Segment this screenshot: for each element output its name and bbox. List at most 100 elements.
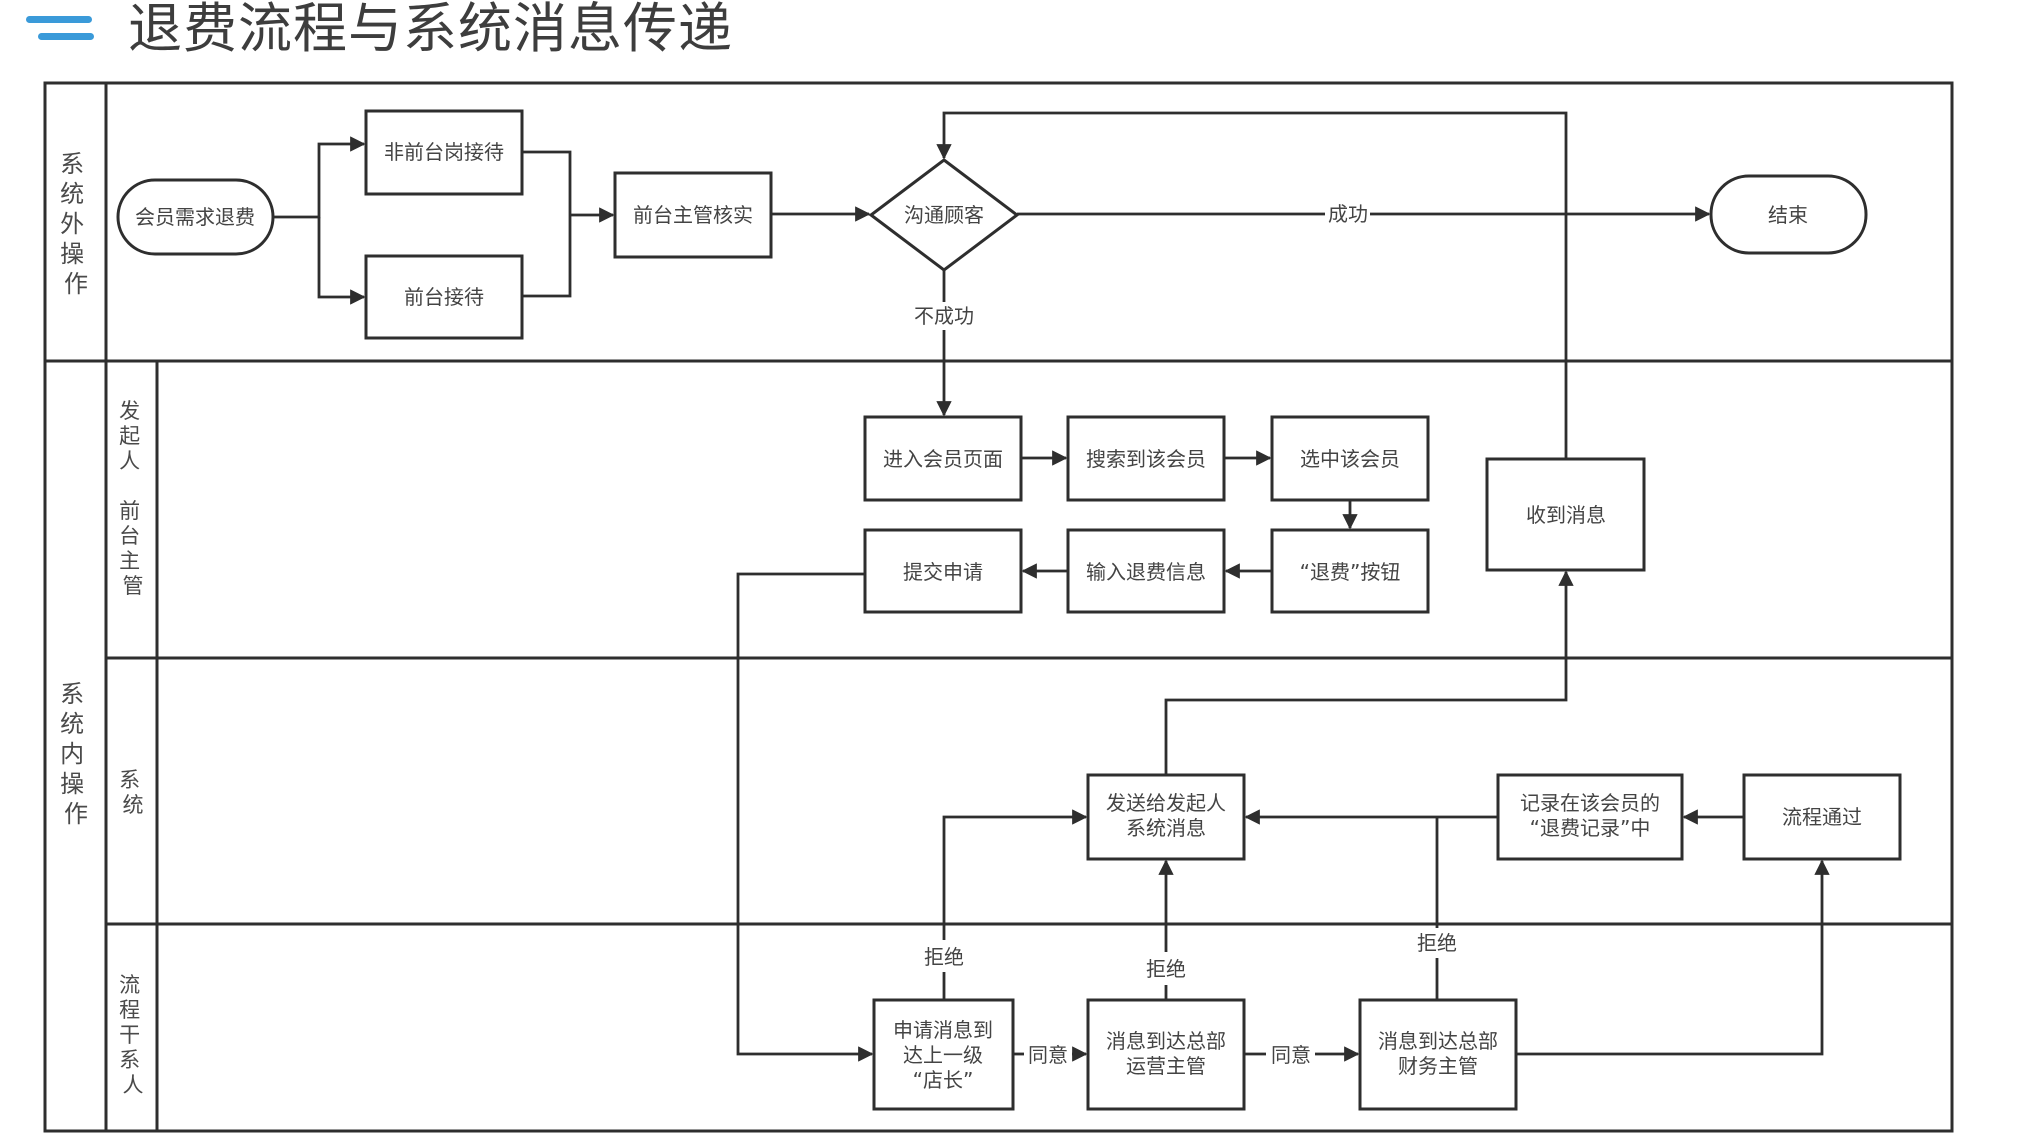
node-front-desk[interactable]: 前台接待 (364, 254, 524, 340)
char: 人 (119, 449, 140, 473)
process-shape (1742, 773, 1902, 861)
node-label-line3: “店长” (913, 1068, 974, 1092)
process-shape (1086, 998, 1246, 1111)
node-submit-request[interactable]: 提交申请 (863, 528, 1023, 614)
edge-receive-to-decision (936, 111, 1568, 459)
char: 统 (123, 793, 144, 817)
edge-labels: 成功 不成功 同意 同意 拒绝 拒绝 拒绝 (914, 202, 1457, 1067)
node-label-line1: 记录在该会员的 (1520, 791, 1660, 815)
process-shape (1358, 998, 1518, 1111)
node-label: 沟通顾客 (904, 203, 984, 227)
char: 系 (119, 1048, 140, 1072)
char: 主 (119, 549, 140, 573)
node-label: 选中该会员 (1300, 447, 1400, 471)
node-enter-member-page[interactable]: 进入会员页面 (863, 415, 1023, 502)
char: 管 (123, 574, 144, 598)
process-shape (364, 109, 524, 196)
char: 作 (64, 270, 88, 298)
node-label: 前台接待 (404, 285, 484, 309)
char: 外 (60, 210, 84, 238)
char: 操 (60, 770, 84, 798)
char: 人 (123, 1073, 144, 1097)
node-non-front-desk[interactable]: 非前台岗接待 (364, 109, 524, 196)
terminal-shape (116, 178, 275, 256)
edge-label-agree-operations: 同意 (1271, 1043, 1311, 1067)
char: 内 (60, 740, 84, 768)
node-label: “退费”按钮 (1300, 560, 1401, 584)
edge-label-reject-finance: 拒绝 (1417, 931, 1457, 955)
process-shape (863, 415, 1023, 502)
process-shape (863, 528, 1023, 614)
node-receive-message[interactable]: 收到消息 (1485, 457, 1646, 572)
process-shape (872, 998, 1015, 1111)
node-label-line1: 申请消息到 (893, 1018, 993, 1042)
node-label-line2: 运营主管 (1126, 1054, 1206, 1078)
node-refund-button[interactable]: “退费”按钮 (1270, 528, 1430, 614)
char: 统 (60, 710, 84, 738)
process-shape (1270, 415, 1430, 502)
lane-label-outside: 系 统 外 操 作 (60, 150, 92, 298)
edge-label-reject-store: 拒绝 (924, 945, 964, 969)
char: 前 (119, 499, 140, 523)
node-send-system-message[interactable]: 发送给发起人 系统消息 (1086, 773, 1246, 861)
sublane-label-initiator-text: 发 起 人 前 台 主 管 (119, 399, 147, 598)
char: 流 (119, 973, 140, 997)
edge-label-success: 成功 (1328, 202, 1368, 226)
node-label-line1: 发送给发起人 (1106, 791, 1226, 815)
char: 台 (119, 524, 140, 548)
node-process-passed[interactable]: 流程通过 (1742, 773, 1902, 861)
edge-submit-to-store-manager (736, 572, 874, 1062)
sublane-label-stakeholders-text: 流 程 干 系 人 (119, 973, 147, 1097)
node-label: 输入退费信息 (1086, 560, 1206, 584)
node-hq-operations[interactable]: 消息到达总部 运营主管 (1086, 998, 1246, 1111)
edge-finance-to-passed (1516, 859, 1830, 1056)
sublane-label-system-text: 系 统 (119, 768, 147, 817)
node-input-refund-info[interactable]: 输入退费信息 (1066, 528, 1226, 614)
char: 程 (119, 998, 140, 1022)
menu-icon-line-top (26, 16, 92, 23)
node-contact-customer[interactable]: 沟通顾客 (868, 158, 1020, 272)
process-shape (613, 171, 773, 259)
node-start[interactable]: 会员需求退费 (116, 178, 275, 256)
node-supervisor-verify[interactable]: 前台主管核实 (613, 171, 773, 259)
lane-label-inside: 系 统 内 操 作 (60, 680, 92, 828)
node-label: 会员需求退费 (135, 205, 255, 229)
menu-icon-line-bottom (38, 33, 94, 40)
char: 统 (60, 180, 84, 208)
node-request-store-manager[interactable]: 申请消息到 达上一级 “店长” (872, 998, 1015, 1111)
node-hq-finance[interactable]: 消息到达总部 财务主管 (1358, 998, 1518, 1111)
char: 系 (60, 150, 84, 178)
node-select-member[interactable]: 选中该会员 (1270, 415, 1430, 502)
page-header: 退费流程与系统消息传递 (0, 0, 2023, 70)
node-label: 进入会员页面 (883, 447, 1003, 471)
terminal-shape (1709, 174, 1868, 255)
connectors (273, 111, 1830, 1062)
node-label-line2: 达上一级 (903, 1043, 983, 1067)
char: 作 (64, 800, 88, 828)
lane-label-outside-text: 系 统 外 操 作 (60, 150, 92, 298)
node-label-line2: 财务主管 (1398, 1054, 1478, 1078)
process-shape (1496, 773, 1684, 861)
edge-start-to-front-desk (317, 217, 366, 305)
edge-send-to-receive (1164, 570, 1574, 775)
outer-border (43, 81, 1954, 1133)
node-label: 搜索到该会员 (1086, 447, 1206, 471)
node-label-line1: 消息到达总部 (1378, 1029, 1498, 1053)
process-shape (1066, 528, 1226, 614)
sublane-label-initiator: 发 起 人 前 台 主 管 (119, 399, 147, 598)
node-end[interactable]: 结束 (1709, 174, 1868, 255)
node-record-refund[interactable]: 记录在该会员的 “退费记录”中 (1496, 773, 1684, 861)
node-label: 流程通过 (1782, 805, 1862, 829)
edge-non-front-desk-merge (522, 150, 572, 298)
process-shape (1270, 528, 1430, 614)
edge-reject-store-b (942, 809, 1088, 940)
char: 发 (119, 399, 140, 423)
char: 系 (60, 680, 84, 708)
lane-label-inside-text: 系 统 内 操 作 (60, 680, 92, 828)
node-search-member[interactable]: 搜索到该会员 (1066, 415, 1226, 502)
node-label: 收到消息 (1526, 503, 1606, 527)
node-label-line2: 系统消息 (1126, 816, 1206, 840)
sublane-label-system: 系 统 (119, 768, 147, 817)
sublane-label-stakeholders: 流 程 干 系 人 (119, 973, 147, 1097)
